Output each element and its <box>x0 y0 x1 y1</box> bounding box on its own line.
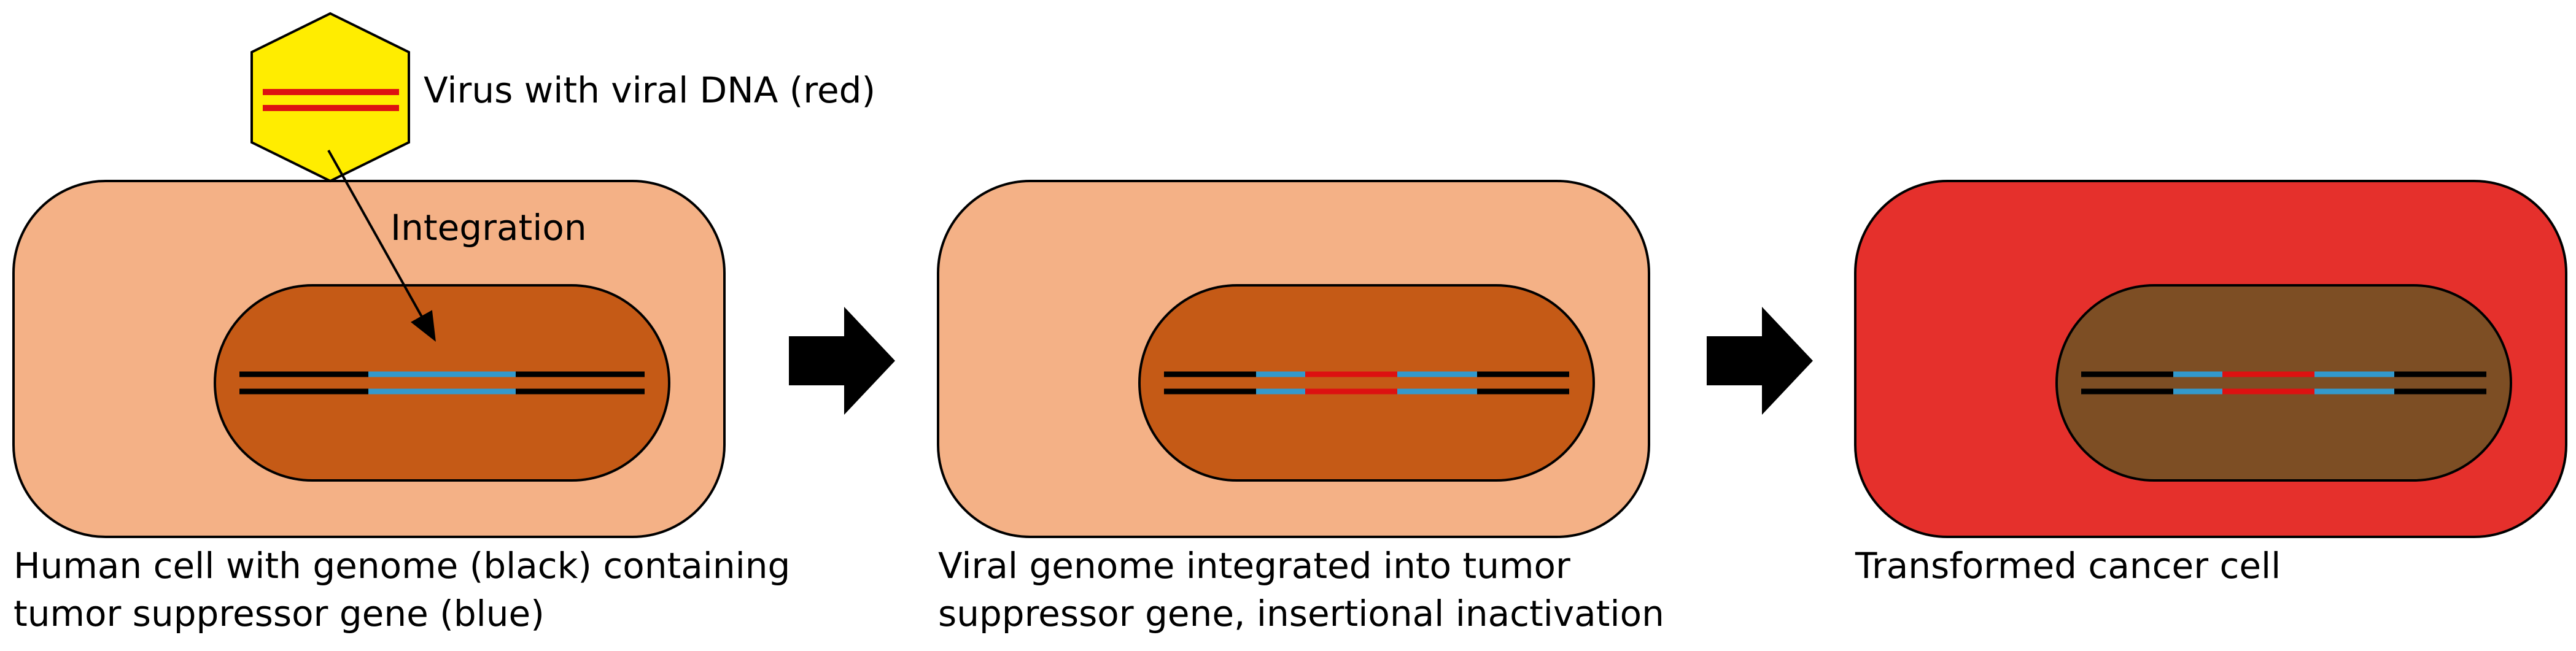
cell-nucleus <box>2055 284 2512 482</box>
genome <box>239 371 645 395</box>
caption-line: Human cell with genome (black) containin… <box>14 545 791 587</box>
caption-line: suppressor gene, insertional inactivatio… <box>938 593 1664 634</box>
caption-line: Viral genome integrated into tumor <box>938 545 1570 587</box>
stage-3-cancer-cell <box>1854 180 2567 538</box>
cell-nucleus <box>1138 284 1595 482</box>
integration-arrow <box>327 150 436 342</box>
virus <box>250 12 410 183</box>
caption-stage-3: Transformed cancer cell <box>1855 542 2281 590</box>
virus-capsid <box>250 12 410 183</box>
genome <box>1164 371 1569 395</box>
caption-line: Transformed cancer cell <box>1855 545 2281 587</box>
integration-label: Integration <box>390 207 587 248</box>
process-arrow-1 <box>789 307 895 415</box>
caption-stage-2: Viral genome integrated into tumor suppr… <box>938 542 1664 638</box>
process-arrow-2 <box>1707 307 1813 415</box>
virus-label: Virus with viral DNA (red) <box>424 69 876 111</box>
caption-stage-1: Human cell with genome (black) containin… <box>14 542 790 638</box>
genome <box>2081 371 2486 395</box>
caption-line: tumor suppressor gene (blue) <box>14 593 545 634</box>
stage-1-healthy-cell <box>12 180 726 538</box>
cell-nucleus <box>214 284 670 482</box>
stage-2-integrated-cell <box>937 180 1650 538</box>
